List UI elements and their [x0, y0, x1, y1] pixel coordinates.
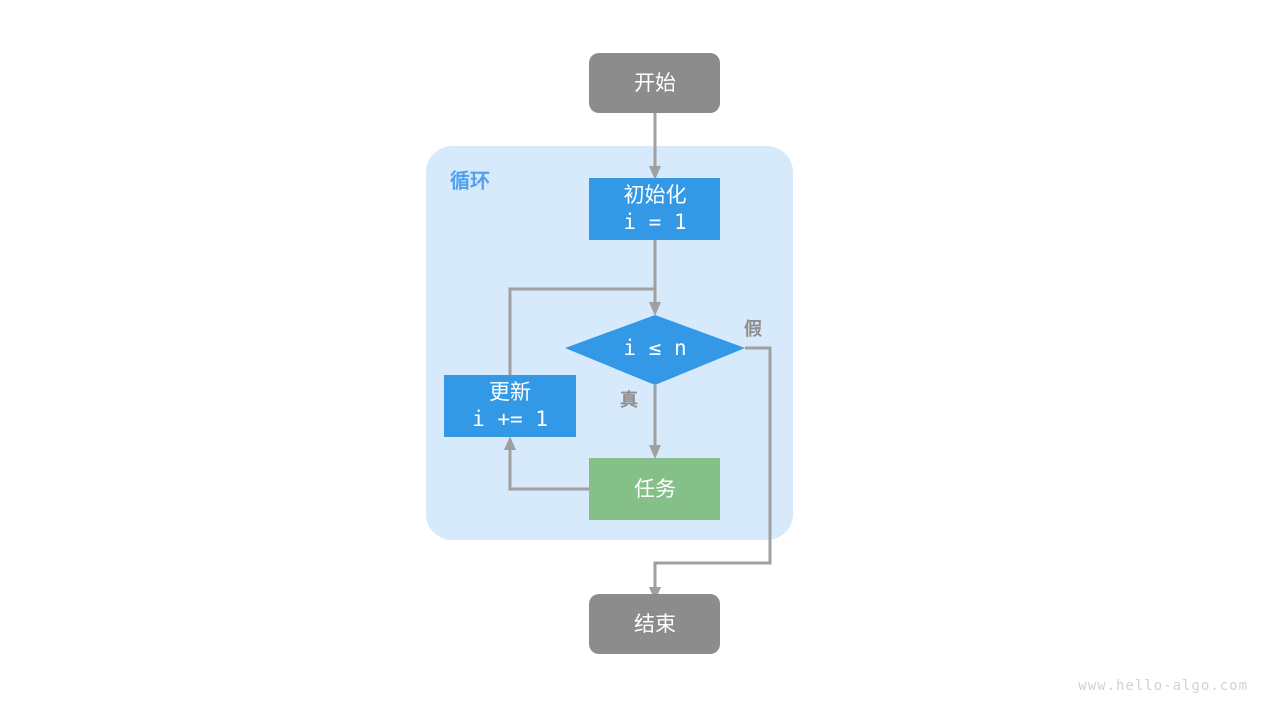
task-node-label: 任务 — [634, 477, 676, 501]
start-node[interactable]: 开始 — [589, 53, 720, 113]
update-node-label-line2: i += 1 — [472, 407, 548, 431]
arrow-condition-true-to-task — [649, 445, 661, 459]
task-node[interactable]: 任务 — [589, 458, 720, 520]
end-node[interactable]: 结束 — [589, 594, 720, 654]
loop-group-label: 循环 — [450, 169, 490, 193]
start-node-shape — [589, 53, 720, 113]
edge-task-to-update — [508, 447, 589, 491]
update-node-label-line1: 更新 — [489, 380, 531, 404]
task-node-shape — [589, 458, 720, 520]
initialize-node-label-line2: i = 1 — [623, 210, 686, 234]
arrow-task-to-update — [504, 436, 516, 450]
start-node-label: 开始 — [634, 71, 676, 95]
arrow-start-to-init — [649, 166, 661, 180]
initialize-node-label-line1: 初始化 — [624, 183, 687, 207]
watermark: www.hello-algo.com — [1078, 678, 1248, 694]
condition-node-label: i ≤ n — [623, 336, 686, 360]
arrow-init-to-condition — [649, 302, 661, 316]
edge-condition-false-to-end — [653, 346, 772, 590]
end-node-label: 结束 — [634, 612, 676, 636]
initialize-node-shape — [589, 178, 720, 240]
edge-update-to-condition — [508, 287, 655, 375]
initialize-node[interactable]: 初始化 i = 1 — [589, 178, 720, 240]
condition-node-shape — [565, 315, 745, 385]
edge-label-true: 真 — [620, 389, 638, 411]
update-node-shape — [444, 375, 576, 437]
edge-label-false: 假 — [744, 318, 763, 340]
edges — [504, 113, 772, 601]
update-node[interactable]: 更新 i += 1 — [444, 375, 576, 437]
condition-node[interactable]: i ≤ n — [565, 315, 745, 385]
end-node-shape — [589, 594, 720, 654]
